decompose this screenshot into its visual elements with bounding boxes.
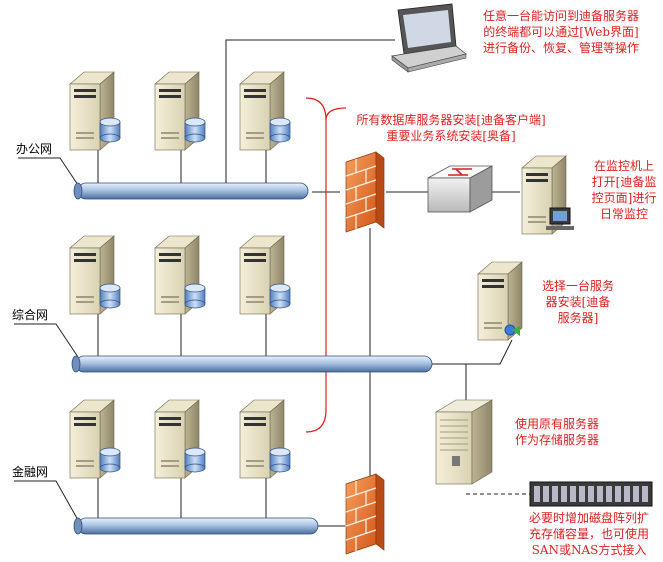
switch-icon: [427, 165, 493, 213]
db-servers-note-line-1: 所有数据库服务器安装[迪备客户端]: [356, 113, 546, 127]
monitor-pc-icon: [521, 155, 574, 235]
office-network-pipe: [73, 182, 309, 200]
finance-server-2: [154, 399, 206, 479]
general-server-2: [154, 235, 206, 315]
laptop-icon: [391, 3, 467, 73]
disk-array-note-line-2: 充存储容量，也可使用: [528, 527, 649, 541]
monitor-note: 在监控机上 打开[迪备监 控页面]进行 日常监控: [588, 158, 660, 222]
general-network-pipe: [71, 355, 433, 373]
office-server-2: [154, 71, 206, 151]
finance-network-label: 金融网: [12, 465, 49, 479]
monitor-note-line-3: 控页面]进行: [591, 191, 657, 205]
backup-server-icon: [477, 261, 523, 341]
monitor-note-line-2: 打开[迪备监: [591, 175, 657, 189]
finance-firewall: [345, 473, 385, 555]
general-server-1: [69, 235, 121, 315]
office-server-1: [69, 71, 121, 151]
db-servers-bracket: [305, 97, 327, 433]
general-server-3: [239, 235, 291, 315]
db-servers-note-line-2: 重要业务系统安装[奥备]: [386, 129, 516, 143]
laptop-note-line-3: 进行备份、恢复、管理等操作: [482, 41, 639, 55]
disk-array-note-line-1: 必要时增加磁盘阵列扩: [528, 511, 649, 525]
backup-server-note-line-3: 服务器]: [557, 311, 599, 325]
finance-network-pipe: [73, 517, 319, 535]
finance-server-3: [239, 399, 291, 479]
monitor-note-line-4: 日常监控: [599, 207, 648, 221]
storage-note-line-1: 使用原有服务器: [514, 417, 599, 431]
disk-array-note-line-3: SAN或NAS方式接入: [531, 543, 647, 557]
backup-server-note-line-1: 选择一台服务: [541, 279, 614, 293]
disk-array-note: 必要时增加磁盘阵列扩 充存储容量，也可使用 SAN或NAS方式接入: [516, 510, 662, 558]
storage-note: 使用原有服务器 作为存储服务器: [502, 416, 612, 448]
finance-server-1: [69, 399, 121, 479]
storage-note-line-2: 作为存储服务器: [514, 433, 599, 447]
office-firewall: [345, 151, 385, 233]
office-network-label: 办公网: [16, 142, 53, 156]
laptop-note-line-2: 的终端都可以通过[Web界面]: [483, 25, 639, 39]
general-network-label: 综合网: [12, 308, 49, 322]
office-server-3: [239, 71, 291, 151]
disk-array-icon: [529, 481, 653, 507]
db-servers-note: 所有数据库服务器安装[迪备客户端] 重要业务系统安装[奥备]: [346, 112, 556, 144]
backup-server-note: 选择一台服务 器安装[迪备 服务器]: [534, 278, 622, 326]
laptop-note: 任意一台能访问到迪备服务器 的终端都可以通过[Web界面] 进行备份、恢复、管理…: [466, 8, 656, 56]
storage-server-icon: [434, 399, 494, 485]
laptop-note-line-1: 任意一台能访问到迪备服务器: [482, 9, 639, 23]
monitor-note-line-1: 在监控机上: [593, 159, 654, 173]
backup-server-note-line-2: 器安装[迪备: [545, 295, 611, 309]
